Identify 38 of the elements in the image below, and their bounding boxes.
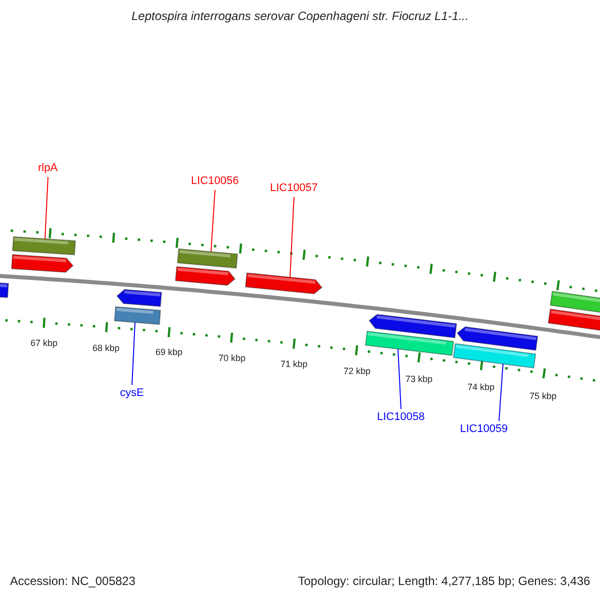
- gene-feature-bar: [548, 308, 600, 332]
- gene-feature-bar: [368, 314, 458, 338]
- gene-label: LIC10059: [460, 423, 508, 436]
- leader-line: [290, 196, 294, 278]
- leader-line: [398, 348, 402, 410]
- scale-label: 70 kbp: [218, 352, 246, 365]
- gene-label: rlpA: [38, 162, 58, 175]
- scale-label: 71 kbp: [280, 358, 308, 371]
- gene-feature-bar: [176, 248, 238, 269]
- gene-label: LIC10056: [191, 175, 239, 188]
- gene-label: cysE: [120, 387, 144, 400]
- scale-label: 74 kbp: [468, 381, 495, 394]
- gene-label: LIC10057: [270, 182, 318, 195]
- gene-feature-bar: [456, 326, 538, 351]
- gene-feature-bar: [244, 272, 323, 294]
- gene-feature-bar: [116, 289, 162, 307]
- accession-text: Accession: NC_005823: [10, 575, 136, 588]
- gene-feature-bar: [174, 266, 236, 286]
- gene-feature-bar: [0, 282, 9, 298]
- gene-feature-bar: [550, 290, 600, 314]
- scale-label: 69 kbp: [156, 346, 183, 359]
- scale-label: 73 kbp: [406, 373, 433, 386]
- leader-line: [44, 176, 48, 240]
- gene-feature-bar: [11, 254, 74, 273]
- gene-feature-bar: [114, 306, 162, 325]
- scale-label: 72 kbp: [344, 365, 371, 378]
- gene-label: LIC10058: [377, 411, 425, 424]
- gene-feature-bar: [364, 330, 454, 356]
- scale-label: 75 kbp: [530, 390, 557, 403]
- title: Leptospira interrogans serovar Copenhageni str. Fiocruz L1-1...: [132, 10, 469, 23]
- leader-line: [210, 190, 216, 252]
- leader-line: [132, 322, 136, 386]
- gene-feature-bar: [12, 236, 76, 256]
- genome-info-text: Topology: circular; Length: 4,277,185 bp; Genes: 3,436: [298, 575, 590, 588]
- gene-feature-bar: [452, 343, 536, 368]
- scale-label: 67 kbp: [30, 337, 58, 350]
- leader-line: [498, 363, 504, 422]
- scale-label: 68 kbp: [92, 342, 120, 355]
